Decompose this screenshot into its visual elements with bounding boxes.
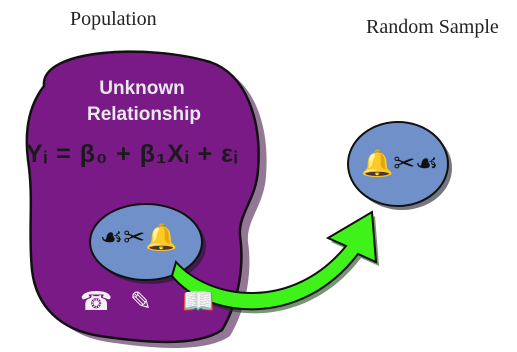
- population-subset-ellipse: [89, 203, 203, 281]
- sample-ellipse: [347, 121, 449, 207]
- phone-icon: ☎: [80, 287, 113, 317]
- relationship-label-line1: Unknown: [99, 78, 185, 99]
- population-heading: Population: [70, 8, 157, 30]
- regression-equation: Yᵢ = β₀ + β₁Xᵢ + εᵢ: [26, 140, 239, 168]
- book-icon: 📖: [182, 287, 215, 317]
- sampling-arrow-shadow: [175, 216, 379, 314]
- sampling-arrow: [170, 210, 378, 311]
- population-blob: [25, 50, 260, 344]
- random-sample-heading: Random Sample: [366, 16, 499, 38]
- relationship-label-line2: Relationship: [86, 104, 201, 125]
- sample-symbols: 🔔✂☙: [361, 149, 439, 179]
- pencil-icon: ✎: [130, 287, 152, 317]
- population-subset-symbols: ☙✂🔔: [100, 223, 178, 253]
